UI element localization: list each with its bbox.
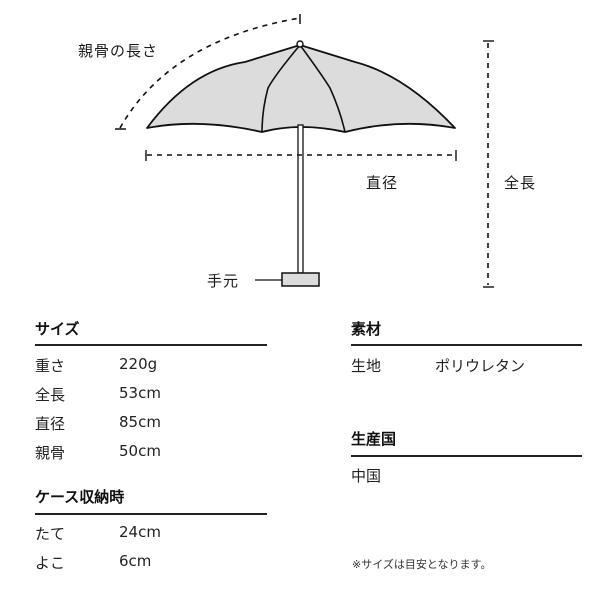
handle-label: 手元 [207, 272, 240, 290]
umbrella-handle-icon [281, 272, 320, 287]
origin-value: 中国 [351, 467, 382, 485]
spec-value: 6cm [119, 552, 152, 570]
size-section-divider [35, 344, 267, 346]
total-length-label: 全長 [504, 174, 537, 192]
spec-value: 24cm [119, 523, 161, 541]
spec-key: よこ [35, 554, 66, 572]
spec-value: 50cm [119, 442, 161, 460]
rib-length-dimension-line [119, 17, 301, 129]
umbrella-canopy-icon [146, 44, 456, 133]
umbrella-shaft [297, 124, 304, 274]
case-section-divider [35, 513, 267, 515]
diameter-label: 直径 [366, 174, 399, 192]
origin-section-title: 生産国 [351, 430, 397, 448]
spec-key: 親骨 [35, 444, 66, 462]
spec-key: 全長 [35, 386, 66, 404]
material-section-title: 素材 [351, 320, 382, 338]
size-section-title: サイズ [35, 320, 80, 338]
spec-value: 53cm [119, 384, 161, 402]
spec-value: ポリウレタン [435, 357, 526, 375]
spec-key: たて [35, 525, 66, 543]
spec-key: 直径 [35, 415, 66, 433]
spec-key: 生地 [351, 357, 382, 375]
spec-value: 85cm [119, 413, 161, 431]
origin-section-divider [351, 455, 582, 457]
material-section-divider [351, 344, 582, 346]
case-section-title: ケース収納時 [35, 488, 125, 506]
rib-length-label: 親骨の長さ [78, 42, 159, 60]
size-disclaimer-note: ※サイズは目安となります。 [352, 558, 492, 571]
spec-key: 重さ [35, 357, 66, 375]
spec-value: 220g [119, 355, 158, 373]
umbrella-diagram [115, 14, 494, 288]
